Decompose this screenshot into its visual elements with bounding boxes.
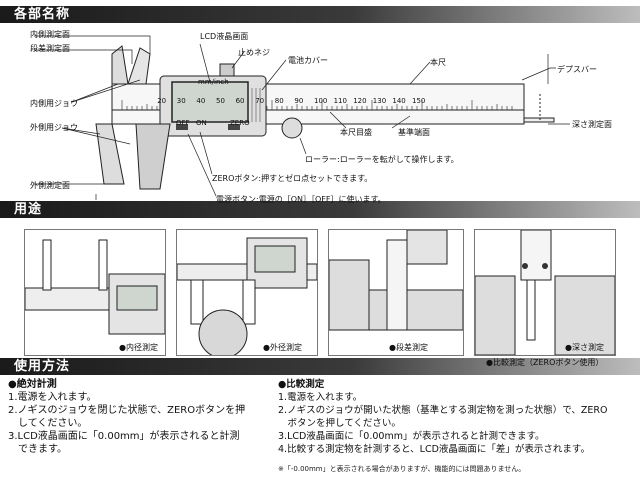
scale-number: 110 [333, 97, 347, 105]
absolute-step: してください。 [8, 418, 88, 429]
usage-panel-depth: ●深さ測定 [474, 229, 616, 356]
scale-number: 40 [196, 97, 206, 105]
label-lock-screw: 止めネジ [238, 48, 270, 57]
label-inside-jaw: 内側用ジョウ [30, 99, 78, 108]
label-outside-jaw: 外側用ジョウ [30, 123, 78, 132]
scale-number: 60 [235, 97, 245, 105]
usage-panel-outside: ●外径測定 [176, 229, 318, 356]
label-ref-edge: 基準端面 [398, 128, 430, 137]
scale-number: 150 [412, 97, 426, 105]
label-depth-face: 深さ測定面 [572, 120, 612, 129]
scale-number: 70 [255, 97, 265, 105]
compare-note: ※「-0.00mm」と表示される場合がありますが、機能的には問題ありません。 [278, 465, 526, 473]
scale-number: 30 [176, 97, 186, 105]
compare-measure-block: ●比較測定 1.電源を入れます。 2.ノギスのジョウが開いた状態（基準とする測定… [278, 378, 608, 456]
absolute-title: ●絶対計測 [8, 379, 57, 390]
compare-step: 2.ノギスのジョウが開いた状態（基準とする測定物を測った状態）で、ZERO [278, 405, 608, 416]
absolute-step: 2.ノギスのジョウを閉じた状態で、ZEROボタンを押 [8, 405, 246, 416]
absolute-measure-block: ●絶対計測 1.電源を入れます。 2.ノギスのジョウを閉じた状態で、ZEROボタ… [8, 378, 245, 456]
section-header-usage: 用途 [0, 201, 640, 218]
section-header-how: 使用方法 [0, 358, 640, 375]
absolute-step: 3.LCD液晶画面に「0.00mm」が表示されると計測 [8, 431, 240, 442]
label-lcd: LCD液晶画面 [200, 32, 249, 41]
scale-number: 90 [294, 97, 304, 105]
compare-step: 4.比較する測定物を計測すると、LCD液晶画面に「差」が表示されます。 [278, 444, 590, 455]
absolute-step: 1.電源を入れます。 [8, 392, 97, 403]
section-header-parts: 各部名称 [0, 6, 640, 23]
usage-panel-inside: ●内径測定 [24, 229, 166, 356]
label-scale-grad: 本尺目盛 [340, 128, 372, 137]
zero-label: ZERO [230, 119, 250, 127]
compare-title: ●比較測定 [278, 379, 325, 390]
label-power-button: 電源ボタン:電源の［ON］［OFF］に使います。 [216, 195, 386, 204]
scale-number: 140 [392, 97, 406, 105]
scale-number: 100 [314, 97, 328, 105]
label-depth-bar: デプスバー [557, 65, 597, 74]
label-zero-button: ZEROボタン:押すとゼロ点セットできます。 [212, 174, 373, 183]
gauge-units: mm/inch [198, 78, 229, 86]
compare-step: 3.LCD液晶画面に「0.00mm」が表示されると計測できます。 [278, 431, 545, 442]
label-outside-face: 外側測定面 [30, 181, 70, 190]
caliper-diagram [34, 35, 570, 200]
scale-number: 130 [372, 97, 387, 105]
label-main-scale: 本尺 [430, 58, 446, 67]
on-label: ON [196, 119, 207, 127]
absolute-step: できます。 [8, 444, 67, 455]
caption-compare: ●比較測定（ZEROボタン使用） [486, 358, 604, 367]
compare-step: 1.電源を入れます。 [278, 392, 363, 403]
caption-inside: ●内径測定 [119, 343, 158, 352]
caption-step: ●段差測定 [389, 343, 428, 352]
label-battery-cover: 電池カバー [288, 56, 328, 65]
label-inside-face: 内側測定面 [30, 30, 70, 39]
scale-number: 80 [274, 97, 284, 105]
compare-step: ボタンを押してください。 [278, 418, 401, 429]
off-label: OFF [176, 119, 190, 127]
scale-number: 20 [157, 97, 167, 105]
caption-depth: ●深さ測定 [565, 343, 604, 352]
scale-number: 120 [353, 97, 367, 105]
caption-outside: ●外径測定 [263, 343, 302, 352]
label-roller: ローラー:ローラーを転がして操作します。 [305, 155, 459, 164]
usage-panel-step: ●段差測定 [328, 229, 464, 356]
label-step-face: 段差測定面 [30, 44, 70, 53]
scale-number: 50 [216, 97, 225, 105]
